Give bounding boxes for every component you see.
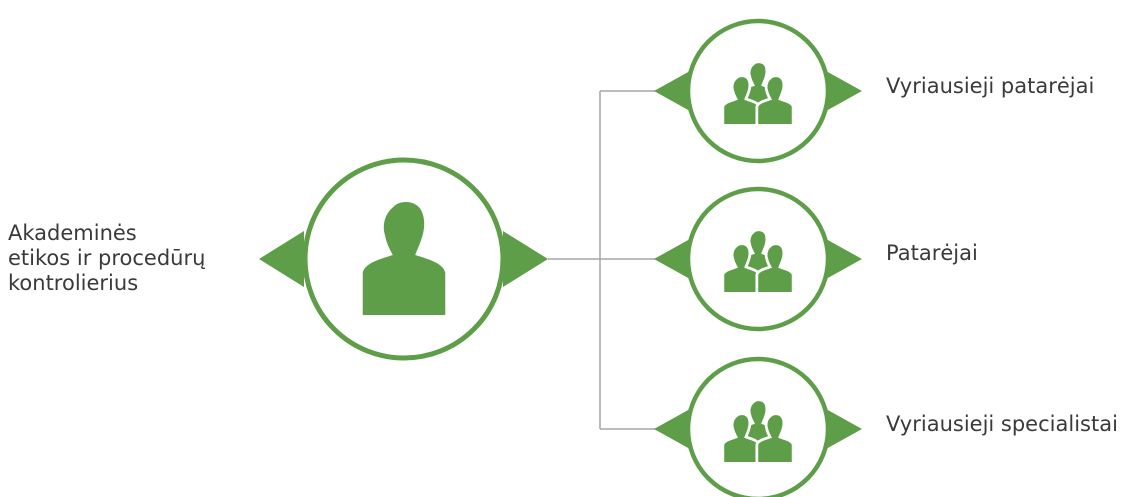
connector-lines	[548, 90, 660, 430]
child-node	[654, 186, 862, 332]
child-node	[654, 18, 862, 164]
child-left-arrow	[654, 71, 690, 111]
child-label-3: Vyriausieji specialistai	[886, 412, 1118, 436]
root-right-arrow	[503, 231, 548, 287]
child-right-arrow	[826, 409, 862, 449]
child-right-arrow	[826, 71, 862, 111]
root-label: Akademinės etikos ir procedūrų kontrolie…	[8, 221, 206, 295]
child-label-2: Patarėjai	[886, 241, 978, 265]
child-left-arrow	[654, 239, 690, 279]
child-label-1: Vyriausieji patarėjai	[886, 74, 1095, 98]
root-node	[259, 157, 548, 361]
root-left-arrow	[259, 231, 304, 287]
child-node	[654, 356, 862, 497]
child-right-arrow	[826, 239, 862, 279]
child-left-arrow	[654, 409, 690, 449]
